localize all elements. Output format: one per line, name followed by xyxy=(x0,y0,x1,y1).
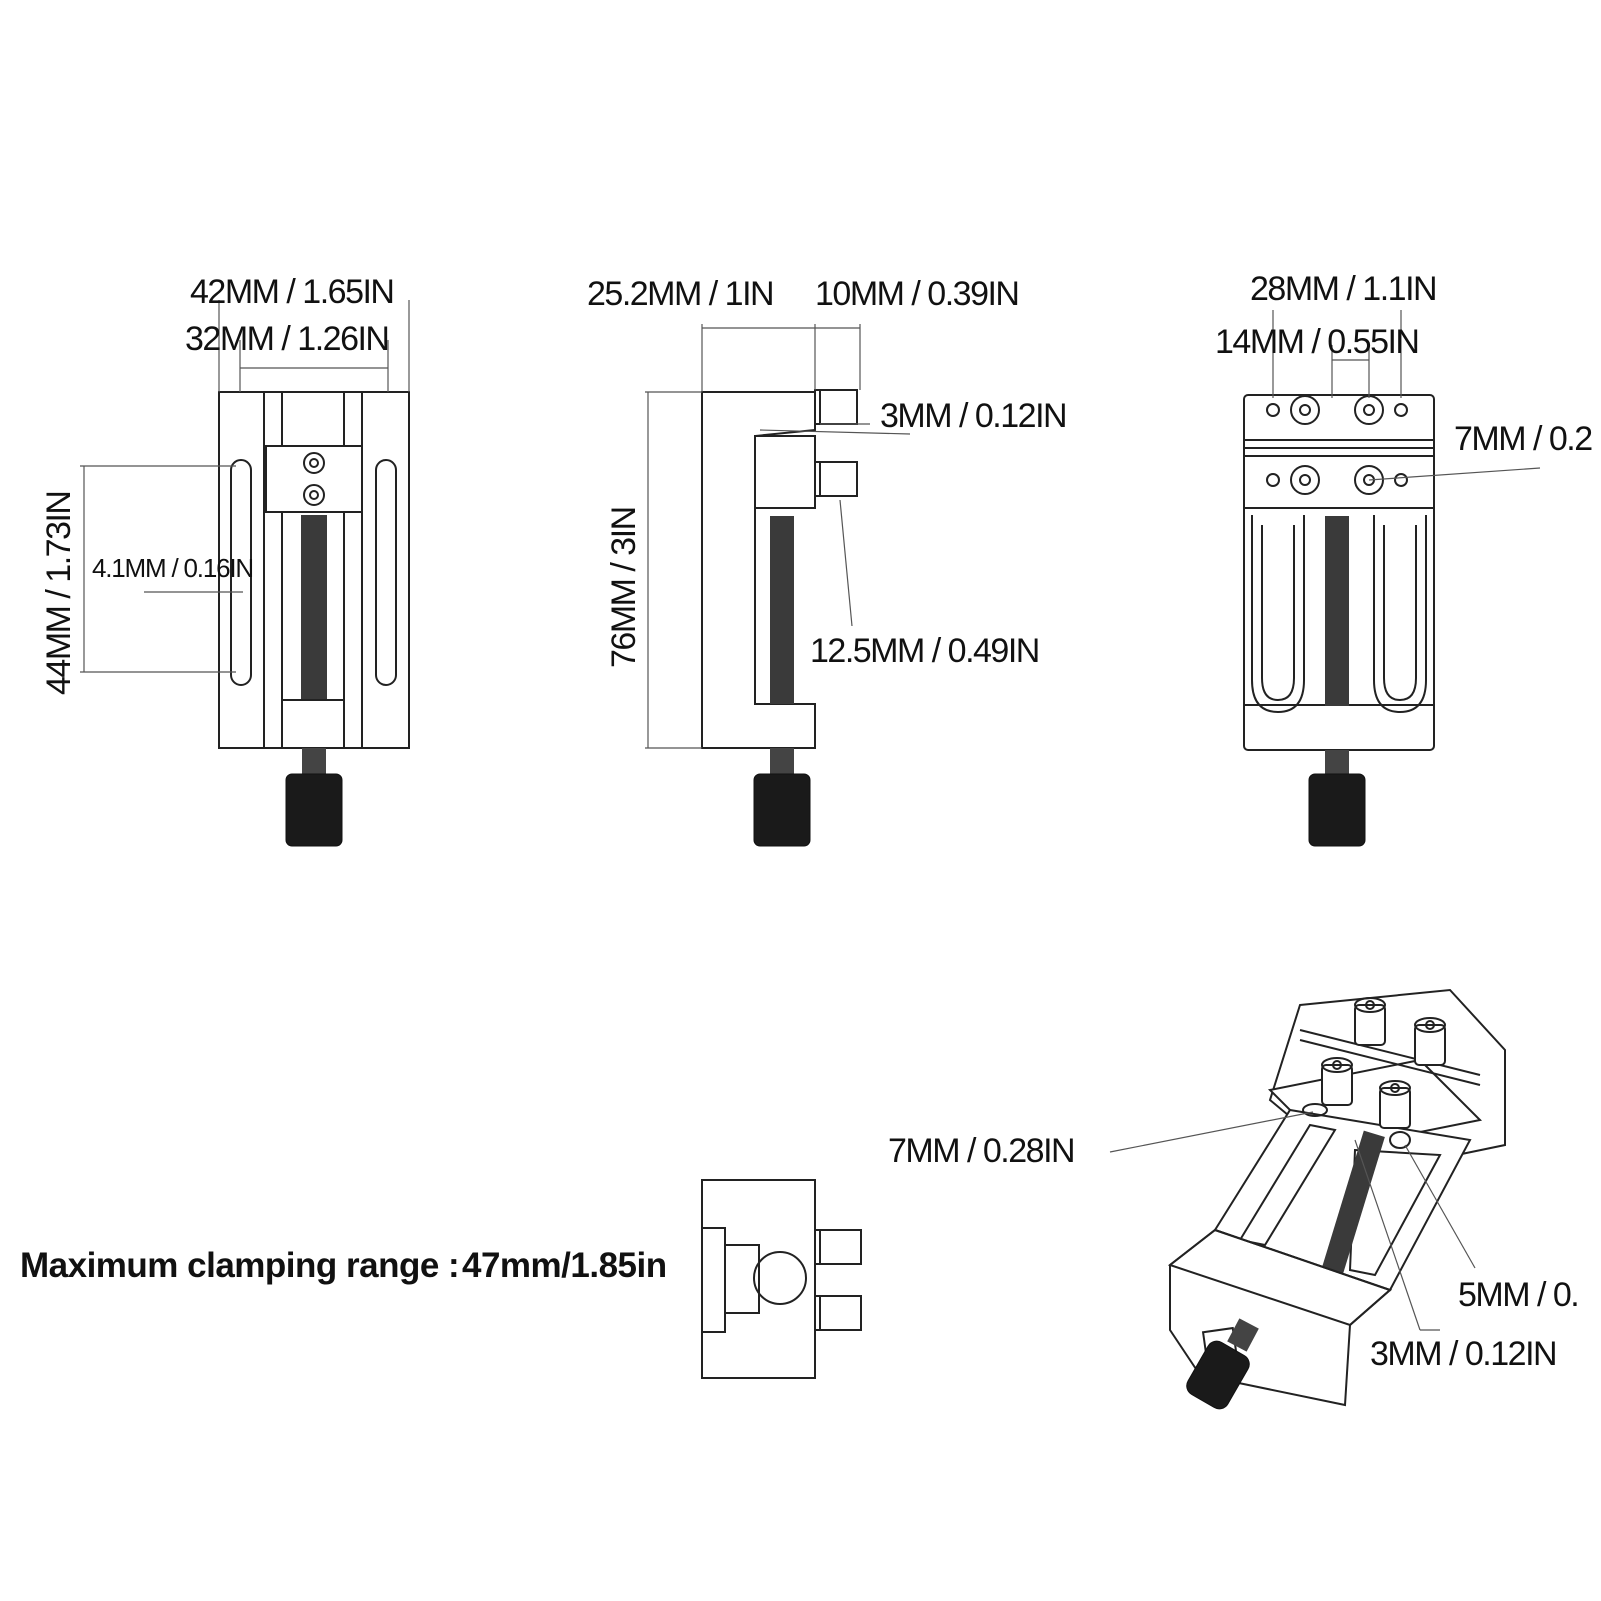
front-inner-width-label: 32MM / 1.26IN xyxy=(185,320,388,358)
clamp-range-section: Maximum clamping range : 47mm/1.85in xyxy=(20,1179,862,1379)
back-hole-small-1 xyxy=(1266,403,1280,417)
back-hole-large-1 xyxy=(1290,395,1320,425)
back-knob[interactable] xyxy=(1308,773,1366,847)
back-hole-diameter-label: 7MM / 0.2 xyxy=(1454,420,1592,458)
front-slot-left xyxy=(230,459,252,686)
back-hole-width-label: 28MM / 1.1IN xyxy=(1250,270,1436,308)
perspective-pins xyxy=(1321,997,1446,1129)
side-pin-length-label: 12.5MM / 0.49IN xyxy=(810,632,1039,670)
front-slot-width-label: 4.1MM / 0.16IN xyxy=(92,553,253,583)
side-knob[interactable] xyxy=(753,773,811,847)
side-pin-upper[interactable] xyxy=(814,389,858,425)
perspective-hole-left xyxy=(1302,1103,1328,1117)
back-channel-left xyxy=(1251,515,1305,714)
back-hole-small-2 xyxy=(1394,403,1408,417)
side-view: 25.2MM / 1IN 10MM / 0.39IN 3MM / 0.12IN … xyxy=(587,275,1068,847)
perspective-pin-4[interactable] xyxy=(1379,1087,1411,1129)
back-hole-spacing-label: 14MM / 0.55IN xyxy=(1215,323,1418,361)
front-knob[interactable] xyxy=(285,773,343,847)
side-pin-depth-label: 10MM / 0.39IN xyxy=(815,275,1018,313)
perspective-hole-right xyxy=(1389,1131,1411,1149)
top-view-pin-upper[interactable] xyxy=(814,1229,862,1265)
side-height-label: 76MM / 3IN xyxy=(605,507,643,668)
clamp-range-label: Maximum clamping range : xyxy=(20,1246,459,1285)
clamp-range-value: 47mm/1.85in xyxy=(462,1246,667,1285)
top-view-pin-lower[interactable] xyxy=(814,1295,862,1331)
side-thread xyxy=(770,748,794,776)
perspective-pin-2[interactable] xyxy=(1414,1024,1446,1066)
side-step-label: 3MM / 0.12IN xyxy=(880,397,1066,435)
perspective-pin-1[interactable] xyxy=(1354,1004,1386,1046)
front-outer-width-label: 42MM / 1.65IN xyxy=(190,273,393,311)
perspective-thread xyxy=(1227,1318,1259,1352)
front-height-label: 44MM / 1.73IN xyxy=(40,492,78,695)
perspective-pin-3[interactable] xyxy=(1321,1064,1353,1106)
back-lead-screw xyxy=(1325,516,1349,706)
side-lead-screw xyxy=(770,516,794,704)
front-thread xyxy=(302,748,326,776)
back-channel-right xyxy=(1373,515,1427,714)
front-slot-right xyxy=(375,459,397,686)
top-view-screw-end xyxy=(753,1251,807,1305)
perspective-lead-screw xyxy=(1317,1130,1385,1291)
back-thread xyxy=(1325,750,1349,776)
perspective-step-label: 3MM / 0.12IN xyxy=(1370,1335,1556,1373)
perspective-knob[interactable] xyxy=(1183,1338,1253,1413)
perspective-hole-label: 7MM / 0.28IN xyxy=(888,1132,1074,1170)
perspective-pin-label: 5MM / 0. xyxy=(1458,1276,1578,1314)
side-pin-lower[interactable] xyxy=(814,461,858,497)
perspective-view: 7MM / 0.28IN 5MM / 0. 3MM / 0.12IN xyxy=(888,988,1580,1413)
back-view: 28MM / 1.1IN 14MM / 0.55IN 7MM / 0.2 xyxy=(1215,270,1594,847)
front-view: 42MM / 1.65IN 32MM / 1.26IN 44MM / 1.73I… xyxy=(40,273,410,847)
front-lead-screw xyxy=(301,515,327,700)
front-jaw-block xyxy=(265,445,363,513)
side-depth-label: 25.2MM / 1IN xyxy=(587,275,773,313)
